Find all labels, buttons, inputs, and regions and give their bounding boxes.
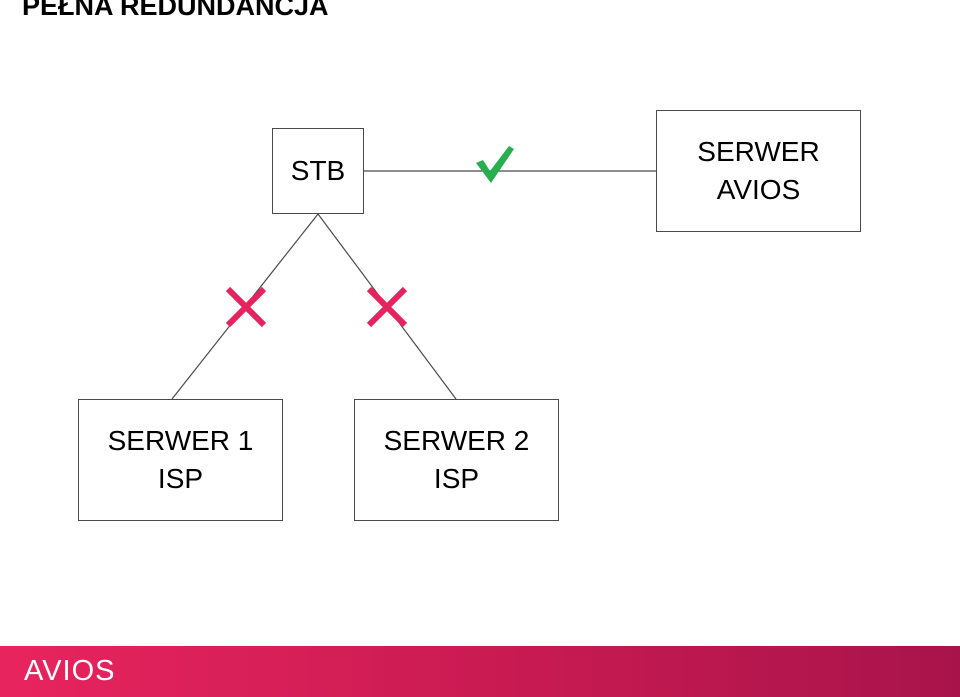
node-stb: STB [272, 128, 364, 214]
node-serwer-avios: SERWER AVIOS [656, 110, 861, 232]
cross-icon [225, 286, 267, 328]
check-icon [476, 146, 514, 183]
node-label: SERWER [697, 136, 820, 167]
node-serwer-1-isp: SERWER 1 ISP [78, 399, 283, 521]
cross-icon [366, 286, 408, 328]
footer-bar: AVIOS [0, 646, 960, 697]
node-label: ISP [157, 463, 204, 494]
page-title: PEŁNA REDUNDANCJA [22, 0, 329, 21]
node-label: SERWER 2 [383, 425, 530, 456]
node-label: AVIOS [716, 174, 801, 205]
node-label: SERWER 1 [107, 425, 254, 456]
node-label: ISP [433, 463, 480, 494]
node-serwer-2-isp: SERWER 2 ISP [354, 399, 559, 521]
node-label: STB [290, 155, 346, 186]
avios-logo: AVIOS [24, 655, 116, 687]
